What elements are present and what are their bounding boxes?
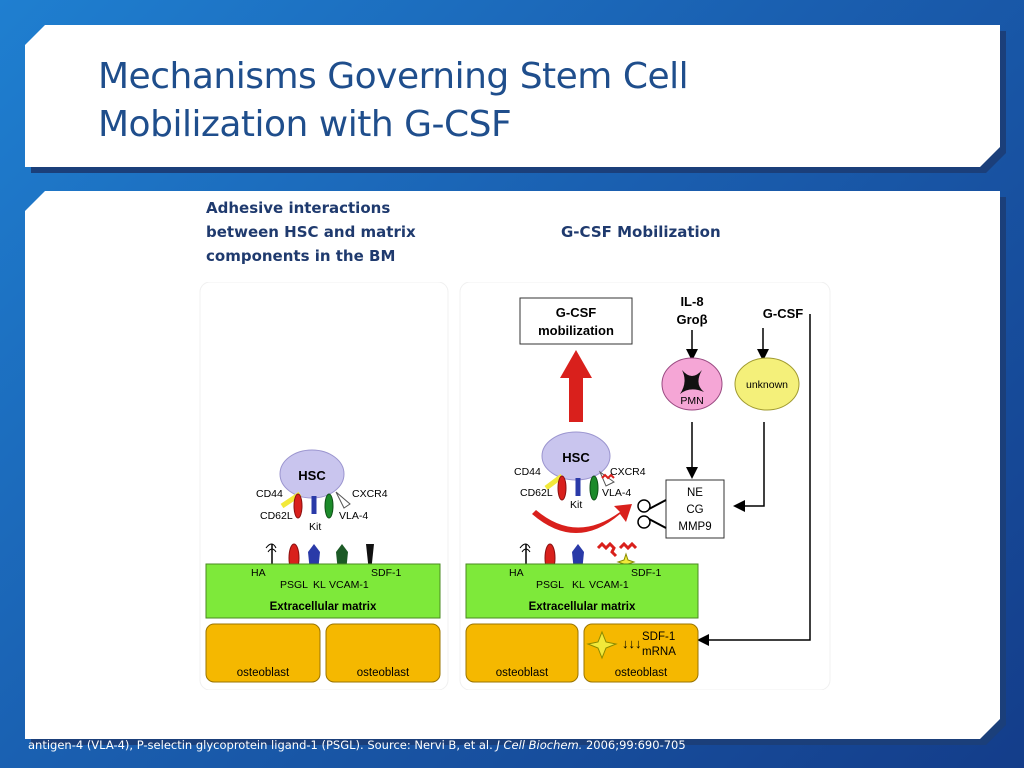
left-matrix-label: Extracellular matrix [270,601,377,613]
slide-title: Mechanisms Governing Stem Cell Mobilizat… [98,53,688,149]
unknown-to-protease-arrow [733,422,765,512]
right-cxcr4-cleaved-icon [601,473,615,480]
vla4-receptor [324,493,334,519]
left-osteoblast-2-label: osteoblast [357,667,410,679]
pmn-label: PMN [680,395,703,407]
detachment-curved-arrow [532,504,632,533]
gcsf-mobilization-box [519,297,633,345]
slide-title-line1: Mechanisms Governing Stem Cell [98,56,689,97]
cd44-label: CD44 [256,488,283,500]
left-extracellular-matrix [205,563,441,619]
pmn-nucleus-icon [680,370,704,394]
right-osteoblast-1-label: osteoblast [496,667,549,679]
sdf1-mrna-line1: SDF-1 [642,631,675,643]
right-ha-ligand-tips [519,543,531,553]
mobilization-up-arrow [560,350,592,422]
right-vla4-receptor [589,475,599,501]
unknown-label: unknown [746,379,788,391]
gcsf-label: G-CSF [763,306,804,321]
right-sdf1-label: SDF-1 [631,567,661,579]
right-kl-label: KL [572,579,585,591]
right-vcam1-label: VCAM-1 [589,579,629,591]
grob-label: Groβ [676,312,707,327]
sdf1-label: SDF-1 [371,567,401,579]
right-vcam1-cleaved-icon [596,541,618,558]
gcsf-to-osteoblast-arrow [697,314,811,646]
scissors-icon [637,499,667,529]
footnote-text: antigen-4 (VLA-4), P-selectin glycoprote… [28,738,497,752]
right-sdf1-cleaved-icon [618,541,638,551]
gcsf-mobilization-line1: G-CSF [556,305,597,320]
vla4-label: VLA-4 [339,510,368,522]
mmp9-label: MMP9 [678,521,711,533]
right-vla4-label: VLA-4 [602,487,631,499]
kl-label: KL [313,579,326,591]
left-heading-line2: between HSC and matrix [206,223,416,241]
vcam1-label: VCAM-1 [329,579,369,591]
right-osteoblast-1 [465,623,579,683]
slide-title-line2: Mobilization with G-CSF [98,104,512,145]
cd62l-label: CD62L [260,510,293,522]
sdf1-mrna-down-arrows: ↓↓↓ [622,636,642,651]
ne-label: NE [687,487,703,499]
footnote-citation: 2006;99:690-705 [582,738,686,752]
cxcr4-label: CXCR4 [352,488,388,500]
cd62l-receptor [293,493,303,519]
right-osteoblast-2-label: osteoblast [615,667,668,679]
title-panel: Mechanisms Governing Stem Cell Mobilizat… [25,25,1000,167]
left-panel: HSC CD44 CXCR4 CD62L VLA-4 Kit HA PSGL K… [199,282,449,690]
right-cxcr4-label: CXCR4 [610,466,646,478]
left-osteoblast-2 [325,623,441,683]
left-heading-line1: Adhesive interactions [206,199,391,217]
right-kit-label: Kit [570,499,582,511]
right-ha-label: HA [509,567,524,579]
protease-box [665,479,725,539]
right-diagram-heading: G-CSF Mobilization [561,223,721,241]
hsc-label: HSC [298,468,326,483]
left-heading-line3: components in the BM [206,247,396,265]
right-matrix-label: Extracellular matrix [529,601,636,613]
right-extracellular-matrix [465,563,699,619]
gcsf-mobilization-line2: mobilization [538,323,614,338]
unknown-cell [734,357,800,411]
right-osteoblast-2 [583,623,699,683]
psgl-label: PSGL [280,579,308,591]
cxcr4-receptor [335,491,351,509]
sdf1-mrna-star-icon [586,630,618,660]
left-diagram-heading: Adhesive interactions between HSC and ma… [206,196,446,268]
right-cd62l-receptor [557,475,567,501]
footnote-journal: J Cell Biochem. [496,738,583,752]
ha-label: HA [251,567,266,579]
right-cd44-label: CD44 [514,466,541,478]
kit-label: Kit [309,521,321,533]
left-osteoblast-1 [205,623,321,683]
right-panel: G-CSF mobilization IL-8 Groβ G-CSF PMN u… [459,282,831,690]
source-footnote: antigen-4 (VLA-4), P-selectin glycoprote… [28,738,686,752]
right-hsc-label: HSC [562,450,590,465]
mobilization-diagram: HSC CD44 CXCR4 CD62L VLA-4 Kit HA PSGL K… [199,282,831,690]
sdf1-ligand [366,544,374,572]
ha-ligand-tips [265,543,277,553]
sdf1-mrna-line2: mRNA [642,646,676,658]
il8-label: IL-8 [680,294,703,309]
left-osteoblast-1-label: osteoblast [237,667,290,679]
cg-label: CG [686,504,703,516]
right-psgl-label: PSGL [536,579,564,591]
right-cd62l-label: CD62L [520,487,553,499]
